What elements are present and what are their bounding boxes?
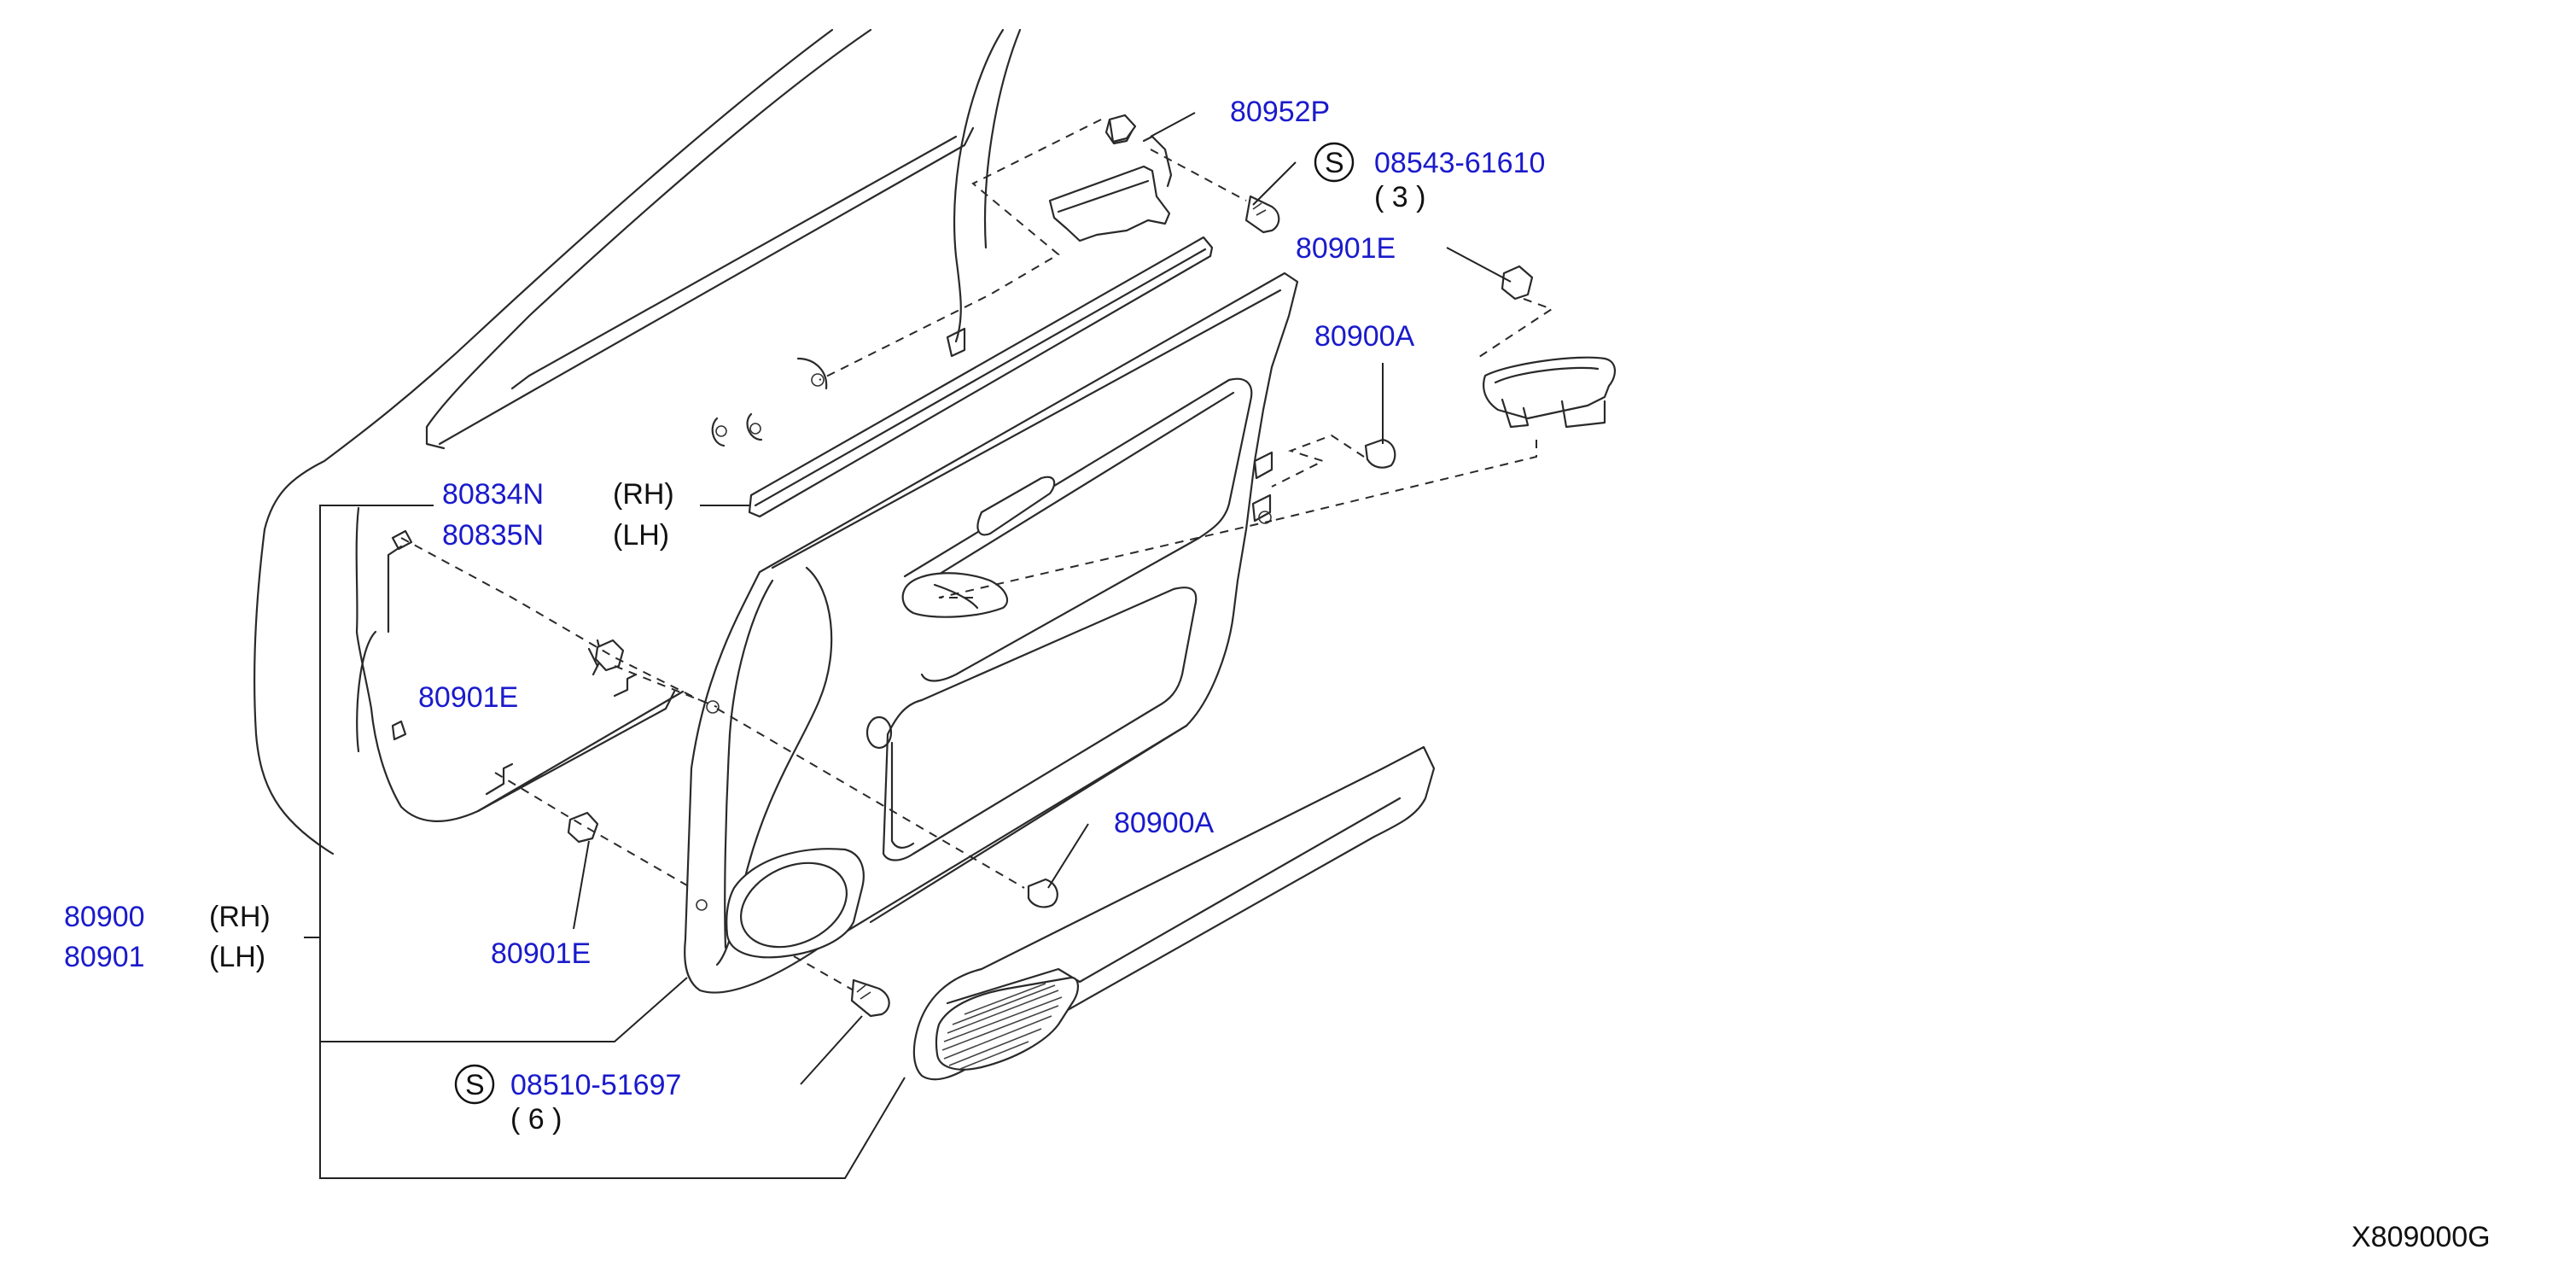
- clip-80901E-low: [567, 811, 599, 844]
- label-80901: 80901: [64, 941, 145, 973]
- pocket-grille: [941, 983, 1063, 1070]
- label-80900A-top: 80900A: [1314, 320, 1415, 353]
- clip-80900A-mid: [1027, 878, 1058, 908]
- clip-80952P-top: [1108, 114, 1137, 143]
- label-80901E-low: 80901E: [491, 937, 591, 970]
- label-08510-51697: 08510-51697: [510, 1069, 681, 1101]
- screw-08510-51697: [850, 978, 890, 1018]
- label-80900A-mid: 80900A: [1114, 807, 1215, 839]
- leader-lines: [304, 112, 1512, 1179]
- s-mark-1: S: [1325, 147, 1344, 179]
- assembly-dashed-lines: [400, 119, 1554, 991]
- screw-08543-61610: [1244, 195, 1280, 234]
- bracket-80952P: [1048, 114, 1173, 242]
- clip-80900A-top: [1364, 438, 1396, 469]
- label-80901E-mid: 80901E: [418, 681, 518, 714]
- rh-80900: (RH): [209, 901, 271, 933]
- clip-80901E-mid: [594, 639, 625, 672]
- s-mark-circle-2: [454, 1064, 495, 1105]
- part-labels: 80952P S 08543-61610 ( 3 ) 80901E 80900A…: [64, 96, 2491, 1253]
- label-80900: 80900: [64, 901, 145, 933]
- s-mark-circle-1: [1314, 142, 1355, 183]
- armrest-pocket: [912, 745, 1436, 1081]
- qty-3: ( 3 ): [1374, 181, 1425, 213]
- clip-80901E-top: [1501, 265, 1534, 301]
- label-80901E-top: 80901E: [1296, 232, 1396, 265]
- weatherstrip-80834N: [748, 236, 1214, 518]
- label-80834N: 80834N: [442, 478, 544, 511]
- rh-80834N: (RH): [613, 478, 674, 511]
- door-trim-panel: [684, 272, 1299, 994]
- inner-handle-escutcheon: [1483, 356, 1616, 429]
- qty-6: ( 6 ): [510, 1103, 562, 1136]
- diagram-reference-code: X809000G: [2352, 1221, 2491, 1253]
- door-frame: [253, 28, 1022, 855]
- label-80952P: 80952P: [1230, 96, 1330, 128]
- lh-80835N: (LH): [613, 519, 669, 552]
- label-08543-61610: 08543-61610: [1374, 147, 1545, 179]
- lh-80901: (LH): [209, 941, 265, 973]
- label-80835N: 80835N: [442, 519, 544, 552]
- s-mark-2: S: [465, 1069, 485, 1101]
